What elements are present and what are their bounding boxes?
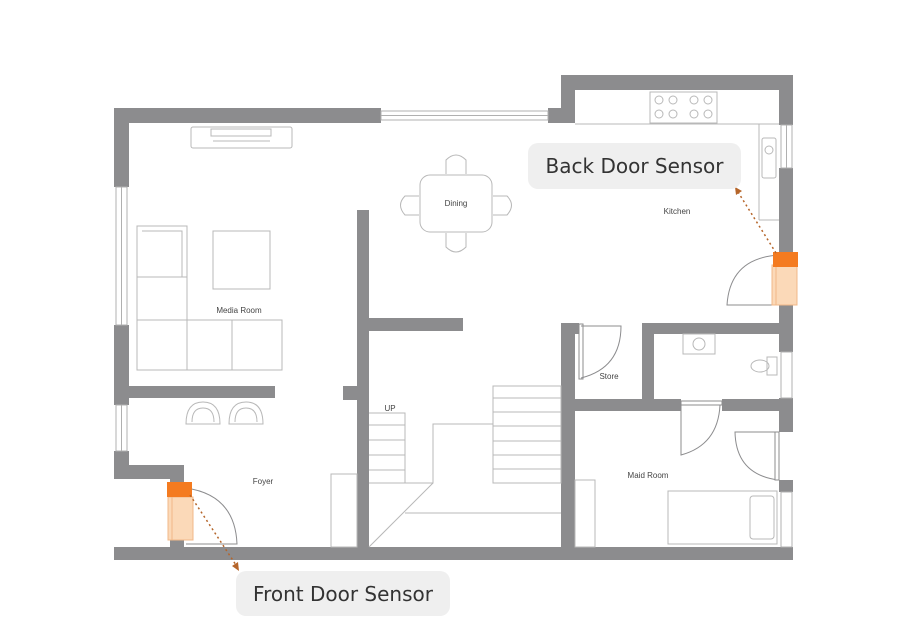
window-right-maid bbox=[780, 491, 793, 548]
foyer-chair-right-seat bbox=[234, 407, 258, 423]
wall-foyer-jamb bbox=[170, 465, 184, 485]
wall-top-left bbox=[114, 108, 381, 123]
wall-right-mid bbox=[779, 168, 793, 252]
burner-4 bbox=[703, 95, 713, 105]
wall-left-mid bbox=[114, 325, 129, 405]
toilet-tank bbox=[766, 356, 778, 376]
maid-pillow bbox=[749, 495, 775, 540]
maid-bed bbox=[667, 490, 778, 545]
maid-door-swing bbox=[734, 431, 780, 481]
label-maid-room: Maid Room bbox=[628, 471, 669, 480]
burner-6 bbox=[668, 109, 678, 119]
back-door-sensor[interactable] bbox=[773, 252, 798, 267]
label-media-room: Media Room bbox=[216, 306, 262, 315]
label-kitchen: Kitchen bbox=[664, 207, 691, 216]
windows bbox=[115, 110, 793, 548]
wall-store-top bbox=[561, 323, 579, 334]
wall-bath-top bbox=[642, 323, 793, 334]
back-door-sensor-label: Back Door Sensor bbox=[545, 154, 724, 178]
wall-front-jamb bbox=[170, 540, 184, 547]
back-sensor-arrowhead bbox=[735, 187, 742, 195]
label-foyer: Foyer bbox=[253, 477, 274, 486]
walls bbox=[114, 75, 793, 560]
dining-chair-right bbox=[493, 195, 512, 216]
kitchen-sink-drain bbox=[764, 145, 774, 155]
doors bbox=[185, 254, 780, 545]
wall-store-bottom bbox=[561, 399, 681, 411]
store-door-leaf bbox=[578, 323, 584, 380]
stairs-lower-run bbox=[369, 412, 406, 483]
dining-table bbox=[419, 174, 493, 233]
burner-7 bbox=[689, 109, 699, 119]
stairs-upper-run bbox=[492, 385, 562, 484]
foyer-chair-left-seat bbox=[191, 407, 215, 423]
room-labels: Dining Kitchen Media Room Store Maid Roo… bbox=[216, 199, 690, 486]
front-door-sensor-callout: Front Door Sensor bbox=[236, 571, 450, 616]
front-sensor-arrowhead bbox=[232, 562, 239, 571]
back-door-sensor-callout: Back Door Sensor bbox=[528, 143, 741, 189]
sectional-sofa bbox=[136, 225, 283, 371]
maid-door-leaf bbox=[774, 431, 780, 481]
staircase bbox=[368, 385, 562, 548]
wall-right-upper bbox=[779, 75, 793, 125]
maid-desk bbox=[574, 479, 596, 548]
kitchen-sink bbox=[761, 137, 777, 179]
wall-center-vertical bbox=[357, 210, 369, 547]
front-door-sensor-label: Front Door Sensor bbox=[253, 581, 433, 606]
wall-center-nib bbox=[343, 386, 357, 400]
burner-2 bbox=[668, 95, 678, 105]
label-dining: Dining bbox=[445, 199, 468, 208]
label-store: Store bbox=[599, 372, 619, 381]
dining-chair-left bbox=[400, 195, 419, 216]
stairs-landing-diagonal bbox=[368, 482, 434, 548]
burner-1 bbox=[654, 95, 664, 105]
burner-5 bbox=[654, 109, 664, 119]
back-door-swing bbox=[726, 254, 780, 306]
back-sensor-leader bbox=[737, 191, 777, 254]
front-door-sensor[interactable] bbox=[167, 482, 192, 497]
sofa-back bbox=[142, 230, 183, 278]
bath-basin-bowl bbox=[692, 337, 706, 351]
foyer-chair-right bbox=[228, 401, 264, 425]
bath-door-swing bbox=[680, 403, 721, 456]
wall-store-right bbox=[642, 323, 654, 411]
wall-foyer-step bbox=[114, 465, 184, 479]
sensors bbox=[167, 187, 798, 571]
bath-door-leaf bbox=[680, 400, 723, 406]
store-door-swing bbox=[580, 325, 622, 379]
wall-kitchen-top bbox=[561, 75, 793, 90]
label-stairs-up: UP bbox=[384, 404, 395, 413]
bath-basin bbox=[682, 333, 716, 355]
foyer-chair-left bbox=[185, 401, 221, 425]
window-right-bath bbox=[780, 351, 793, 399]
wall-maid-left bbox=[561, 323, 575, 547]
burner-3 bbox=[689, 95, 699, 105]
front-door-swing bbox=[185, 487, 238, 545]
wall-maid-top bbox=[722, 399, 793, 411]
tv-console bbox=[190, 126, 293, 149]
ottoman bbox=[212, 230, 271, 290]
wall-bottom bbox=[114, 547, 793, 560]
wall-left-top bbox=[114, 108, 129, 187]
dining-chair-bottom bbox=[445, 233, 467, 253]
tv-unit bbox=[210, 128, 272, 137]
foyer-cabinet bbox=[330, 473, 358, 548]
front-sensor-leader bbox=[189, 494, 237, 566]
stairs-handrail bbox=[369, 423, 493, 484]
wall-media-foyer bbox=[129, 386, 275, 398]
wall-right-bottom bbox=[779, 480, 793, 492]
toilet-bowl bbox=[750, 359, 770, 373]
furniture bbox=[136, 91, 779, 548]
burner-8 bbox=[703, 109, 713, 119]
stove bbox=[649, 91, 718, 124]
wall-center-stub bbox=[369, 318, 463, 331]
dining-chair-top bbox=[445, 154, 467, 174]
